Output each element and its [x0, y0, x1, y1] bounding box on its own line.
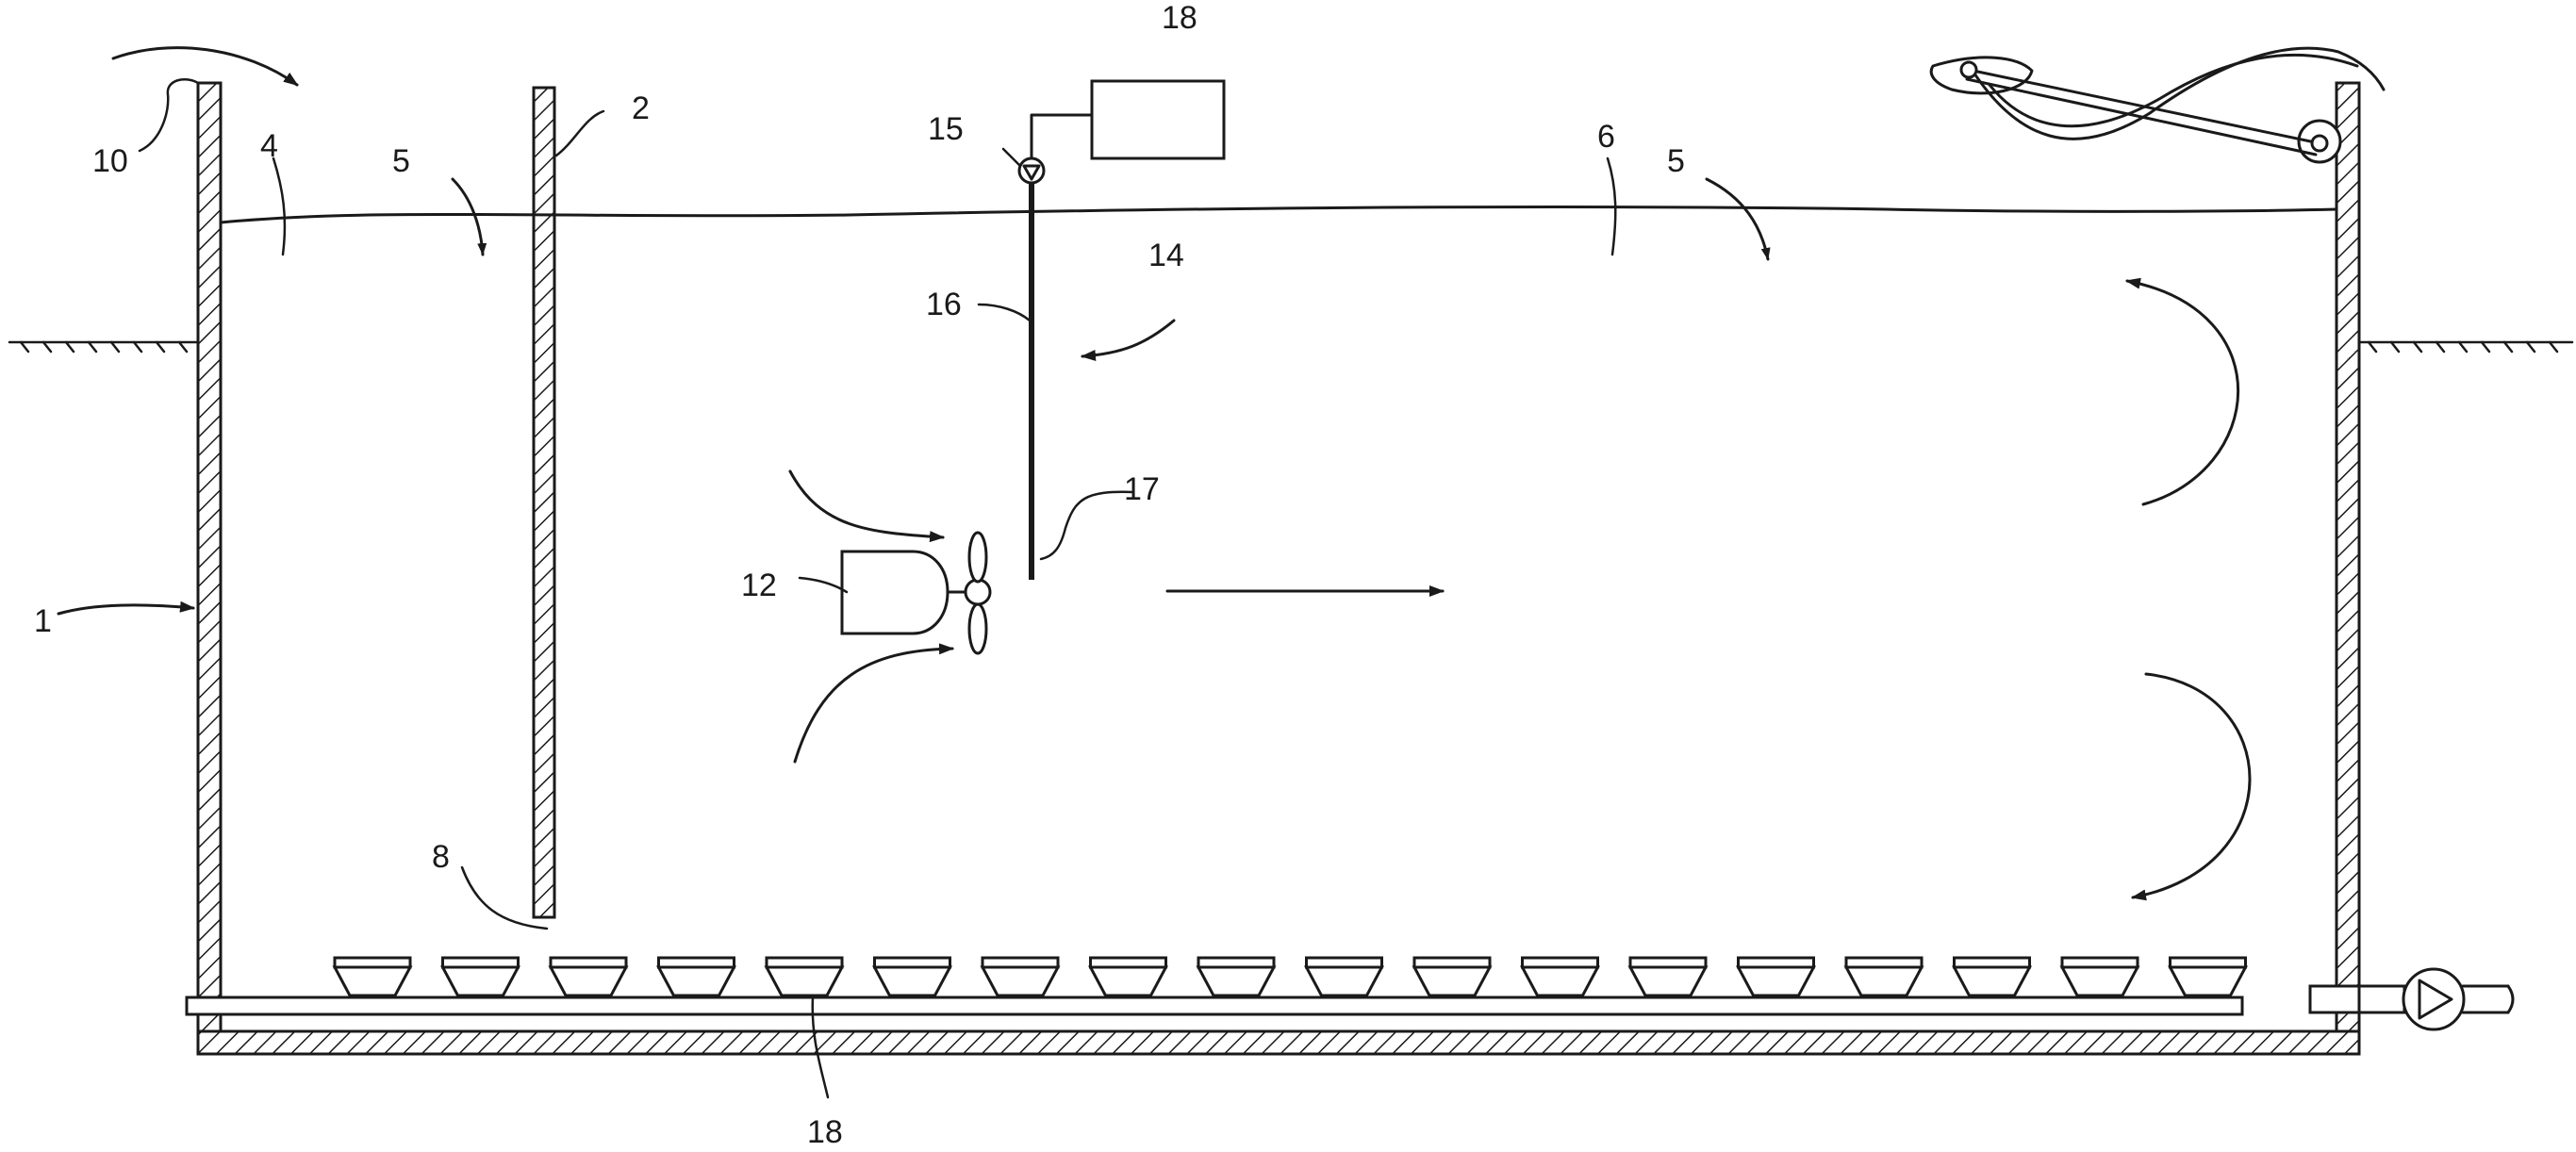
mixer — [840, 531, 992, 655]
diffuser-row — [332, 956, 2248, 997]
label-diffusers: 18 — [807, 1114, 843, 1150]
diffuser — [1736, 956, 1816, 997]
label-partition-wall: 2 — [632, 91, 650, 126]
diffuser — [440, 956, 520, 997]
diffuser — [2059, 956, 2140, 997]
label-surface-flow-left: 5 — [392, 143, 410, 179]
labels: 10 4 5 2 6 5 18 15 14 16 17 12 1 8 18 — [34, 0, 1685, 1150]
label-pipe-outlet: 17 — [1124, 471, 1160, 507]
label-inlet: 10 — [92, 143, 128, 179]
label-flow-direction: 14 — [1148, 238, 1184, 273]
label-valve: 15 — [928, 111, 964, 147]
ground-left — [8, 340, 200, 354]
ground-right — [2355, 340, 2574, 354]
diffuser — [656, 956, 736, 997]
label-inlet-zone: 4 — [260, 128, 278, 164]
diffuser — [1088, 956, 1168, 997]
label-mixer: 12 — [741, 568, 777, 603]
diffuser-header-pipe — [185, 996, 2244, 1016]
diffuser — [980, 956, 1061, 997]
water-surface — [219, 206, 2338, 224]
label-control-box: 18 — [1162, 0, 1197, 36]
diffuser — [548, 956, 629, 997]
label-tank-wall: 1 — [34, 603, 52, 639]
diffuser — [1952, 956, 2032, 997]
diffuser — [1196, 956, 1277, 997]
flow-arrows — [57, 46, 2252, 901]
outlet-pump — [2308, 967, 2515, 1031]
control-box — [1090, 79, 1226, 160]
diffuser — [2168, 956, 2248, 997]
diffuser — [1843, 956, 1924, 997]
diffuser — [1304, 956, 1384, 997]
label-pipe: 16 — [926, 287, 962, 322]
diffuser — [872, 956, 952, 997]
partition-wall — [532, 86, 556, 919]
diffuser — [1627, 956, 1709, 997]
label-bottom-gap: 8 — [432, 839, 450, 875]
diffuser — [764, 956, 845, 997]
leader-lines — [138, 78, 1617, 1099]
label-main-zone: 6 — [1597, 119, 1615, 155]
tank-wall-left — [196, 81, 223, 1056]
tank-wall-right — [2335, 81, 2361, 1056]
diffuser — [332, 956, 413, 997]
diffuser — [1520, 956, 1600, 997]
diffuser — [1412, 956, 1493, 997]
surface-aerator — [1929, 46, 2386, 164]
label-surface-flow-right: 5 — [1667, 143, 1685, 179]
tank-floor-main — [196, 1029, 2361, 1056]
pipe-to-control-box — [1030, 113, 1094, 164]
